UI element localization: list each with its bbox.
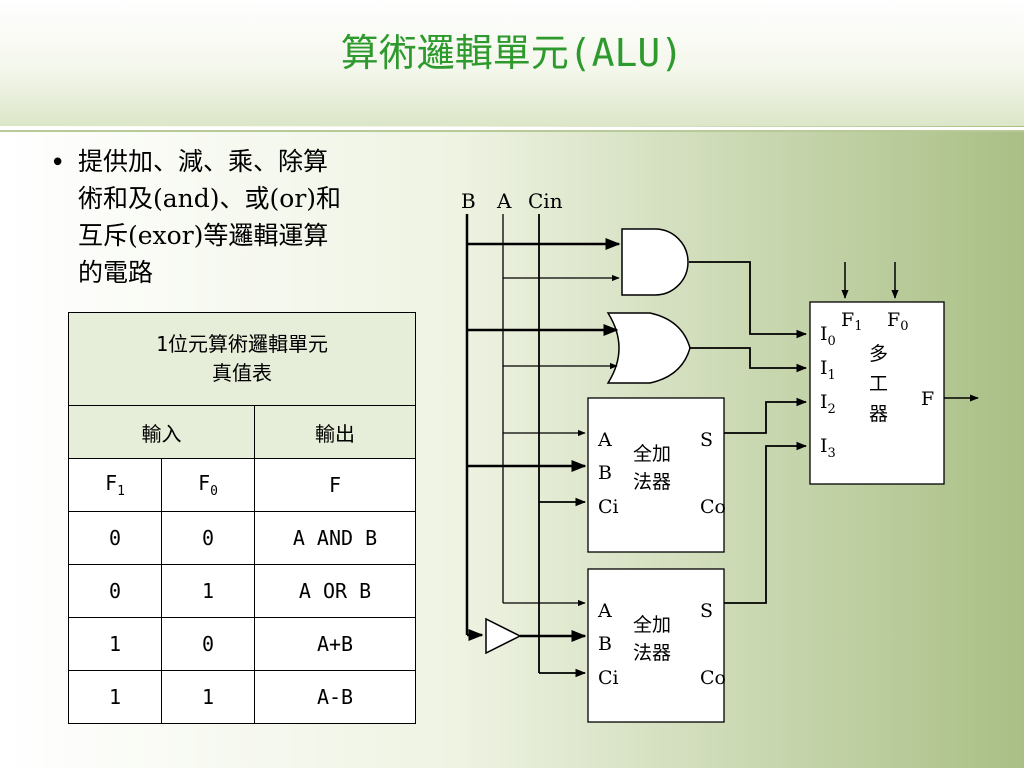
- wire-and-mux: [689, 261, 808, 339]
- adder2-name: 法器: [633, 642, 671, 664]
- cell-f: A OR B: [254, 564, 416, 618]
- cell-f1: 1: [68, 617, 162, 671]
- mux-i3-pin: I3: [820, 435, 836, 461]
- header-input: 輸入: [68, 405, 255, 459]
- bullet-line: 術和及(and)、或(or)和: [78, 184, 342, 213]
- cell-f: A-B: [254, 670, 416, 724]
- table-caption: 1位元算術邏輯單元 真值表: [68, 312, 416, 406]
- cell-f1: 0: [68, 511, 162, 565]
- adder1-b-pin: B: [598, 462, 612, 484]
- column-f: F: [254, 458, 416, 512]
- full-adder-1: [587, 397, 725, 553]
- adder1-co-pin: Co: [700, 496, 726, 518]
- adder2-s-pin: S: [700, 600, 713, 622]
- cell-f1: 0: [68, 564, 162, 618]
- page-title: 算術邏輯單元(ALU): [340, 31, 684, 75]
- cell-f0: 0: [161, 617, 255, 671]
- adder2-b-pin: B: [598, 633, 612, 655]
- adder2-ci-pin: Ci: [598, 667, 619, 689]
- mux-name: 多: [869, 343, 888, 365]
- or-gate: [606, 312, 691, 384]
- wire-adder1-mux: [724, 397, 808, 434]
- cell-f1: 1: [68, 670, 162, 724]
- header-output: 輸出: [254, 405, 416, 459]
- cell-f0: 1: [161, 670, 255, 724]
- input-cin-label: Cin: [528, 189, 563, 213]
- adder1-a-pin: A: [597, 429, 612, 451]
- inverter-buffer: [485, 617, 522, 655]
- and-gate: [621, 228, 689, 296]
- wire-adder2-mux: [724, 441, 808, 604]
- adder1-ci-pin: Ci: [598, 496, 619, 518]
- adder1-name: 全加: [633, 443, 671, 465]
- bullet-marker: •: [50, 148, 66, 178]
- mux-name: 器: [869, 403, 888, 425]
- title-bar: [0, 0, 1024, 126]
- bullet-line: 提供加、減、乘、除算: [78, 147, 329, 176]
- input-b-label: B: [461, 189, 476, 213]
- mux-f0-label: F0: [887, 309, 908, 334]
- table-row: 0 0 A AND B: [68, 511, 416, 565]
- mux-i0-pin: I0: [820, 323, 836, 349]
- mux-i2-pin: I2: [820, 391, 836, 417]
- mux-i1-pin: I1: [820, 357, 836, 383]
- caption-line: 真值表: [212, 361, 272, 385]
- wire-or-mux: [689, 347, 808, 373]
- bullet-text: 提供加、減、乘、除算 術和及(and)、或(or)和 互斥(exor)等邏輯運算…: [78, 143, 458, 291]
- bullet-line: 的電路: [78, 258, 154, 287]
- adder2-name: 全加: [633, 614, 671, 636]
- cell-f0: 1: [161, 564, 255, 618]
- truth-table: 1位元算術邏輯單元 真值表 輸入 輸出 F1 F0 F 0 0 A AND B …: [68, 312, 416, 724]
- caption-line: 1位元算術邏輯單元: [155, 332, 329, 356]
- adder1-name: 法器: [633, 471, 671, 493]
- table-row: 0 1 A OR B: [68, 564, 416, 618]
- mux-output-label: F: [921, 388, 934, 410]
- mux-f1-label: F1: [841, 309, 862, 334]
- multiplexer: [809, 301, 945, 485]
- adder2-a-pin: A: [597, 600, 612, 622]
- table-row: 1 1 A-B: [68, 670, 416, 724]
- cell-f: A AND B: [254, 511, 416, 565]
- full-adder-2: [587, 568, 725, 723]
- table-row: 1 0 A+B: [68, 617, 416, 671]
- title-divider-shadow: [0, 130, 1024, 132]
- mux-name: 工: [869, 373, 888, 395]
- adder2-co-pin: Co: [700, 667, 726, 689]
- cell-f: A+B: [254, 617, 416, 671]
- column-f1: F1: [68, 458, 162, 512]
- bullet-line: 互斥(exor)等邏輯運算: [78, 221, 329, 250]
- cell-f0: 0: [161, 511, 255, 565]
- title-divider: [0, 127, 1024, 130]
- adder1-s-pin: S: [700, 429, 713, 451]
- input-a-label: A: [496, 189, 512, 213]
